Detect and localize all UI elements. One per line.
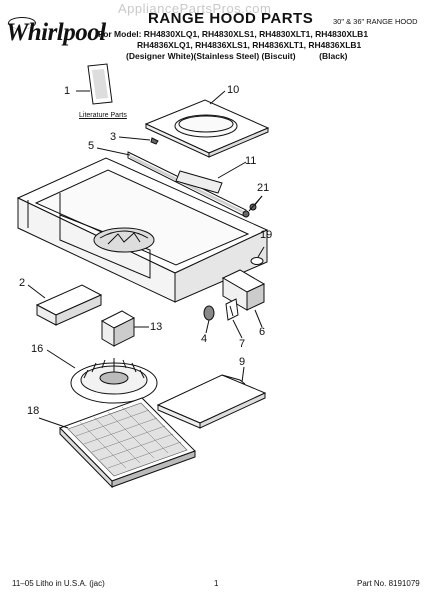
callout-part-10: 10 — [227, 84, 240, 96]
callout-part-18: 18 — [27, 405, 40, 417]
callout-part-13: 13 — [150, 321, 163, 333]
part-19-light-bulb[interactable] — [250, 246, 265, 265]
finish-list: (Designer White)(Stainless Steel) (Biscu… — [126, 51, 348, 61]
footer-part-number: Part No. 8191079 — [357, 579, 420, 588]
part-18-grease-filter[interactable] — [38, 397, 196, 489]
callout-part-9: 9 — [239, 356, 246, 368]
literature-parts-label: Literature Parts — [79, 112, 127, 119]
callout-part-6: 6 — [259, 326, 266, 338]
part-10-damper-plate[interactable] — [144, 90, 270, 158]
part-3-screw[interactable] — [118, 136, 159, 145]
part-4-clip[interactable] — [203, 305, 215, 334]
part-1-literature-booklet[interactable] — [76, 63, 113, 105]
footer-litho: 11–05 Litho in U.S.A. (jac) — [12, 579, 105, 588]
part-2-bracket[interactable] — [27, 284, 103, 326]
callout-part-5: 5 — [88, 140, 95, 152]
page-subtitle: 30" & 36" RANGE HOOD — [333, 17, 418, 26]
footer-page-number: 1 — [214, 579, 219, 588]
callout-part-1: 1 — [64, 85, 71, 97]
callout-part-16: 16 — [31, 343, 44, 355]
part-6-light-housing[interactable] — [221, 269, 266, 328]
part-21-switches[interactable] — [242, 195, 263, 218]
part-13-motor-bracket[interactable] — [100, 310, 149, 347]
range-hood-body[interactable] — [16, 157, 269, 303]
model-list-line-1: For Model: RH4830XLQ1, RH4830XLS1, RH483… — [98, 29, 369, 39]
callout-part-3: 3 — [110, 131, 117, 143]
part-9-bottom-plate[interactable] — [156, 366, 267, 429]
callout-part-19: 19 — [260, 229, 273, 241]
brand-logo: Whirlpool — [6, 19, 106, 46]
model-list-line-2: RH4836XLQ1, RH4836XLS1, RH4836XLT1, RH48… — [137, 40, 362, 50]
part-7-lamp-socket[interactable] — [225, 298, 243, 339]
brand-logo-ring — [8, 17, 36, 29]
callout-part-21: 21 — [257, 182, 270, 194]
page-title: RANGE HOOD PARTS — [148, 10, 314, 27]
callout-part-4: 4 — [201, 333, 208, 345]
watermark: AppliancePartsPros.com — [118, 1, 272, 16]
callout-part-2: 2 — [19, 277, 26, 289]
part-11-light-lens[interactable] — [175, 161, 247, 194]
part-16-fan-blower[interactable] — [46, 349, 158, 404]
callout-part-11: 11 — [245, 155, 257, 167]
callout-part-7: 7 — [239, 338, 246, 350]
